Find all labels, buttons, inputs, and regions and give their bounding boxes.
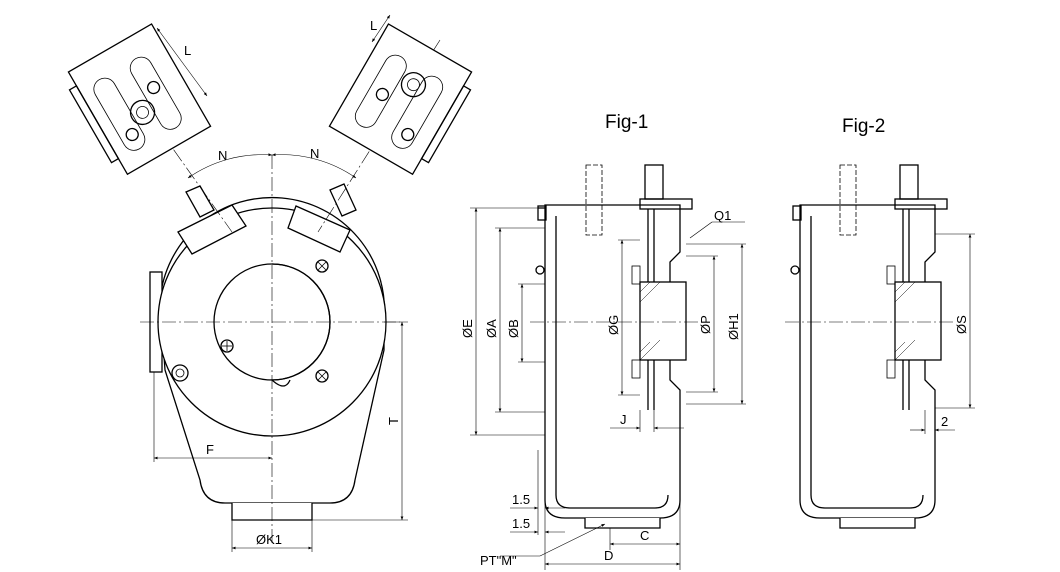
dim-q1: Q1 (714, 208, 731, 223)
dim-2: 2 (941, 414, 948, 429)
dim-j: J (620, 412, 627, 427)
front-view: N N L L F T ØK1 (67, 14, 473, 552)
left-flange (177, 204, 247, 255)
dim-1-5-upper: 1.5 (512, 492, 530, 507)
dim-c: C (640, 528, 649, 543)
fig2-housing (799, 204, 936, 519)
dim-p: ØP (698, 315, 713, 334)
dim-k1: ØK1 (256, 532, 282, 547)
left-nozzle (185, 185, 215, 218)
fig1-housing (544, 204, 681, 519)
right-flange (287, 205, 351, 253)
dim-s: ØS (954, 315, 969, 334)
dim-n-left: N (218, 148, 227, 163)
bolt-icon (171, 259, 329, 383)
dim-f: F (206, 442, 214, 457)
dim-n-right: N (310, 146, 319, 161)
dim-d: D (604, 548, 613, 563)
fig1-section: Fig-1 ØE ØA (460, 112, 746, 570)
dim-l-left: L (184, 43, 191, 58)
terminal-box-right (328, 23, 473, 176)
dim-b: ØB (506, 319, 521, 338)
dim-a: ØA (484, 319, 499, 338)
fig2-section: Fig-2 ØS 2 (785, 116, 975, 529)
dim-t: T (386, 417, 401, 425)
dim-e: ØE (460, 319, 475, 338)
dim-g: ØG (606, 315, 621, 335)
fig1-title: Fig-1 (605, 112, 648, 133)
dim-h1: ØH1 (726, 313, 741, 340)
right-nozzle (329, 183, 357, 217)
fig2-title: Fig-2 (842, 116, 885, 137)
dim-1-5-lower: 1.5 (512, 516, 530, 531)
dim-l-right: L (370, 18, 377, 33)
dim-pt: PT"M" (480, 553, 517, 568)
